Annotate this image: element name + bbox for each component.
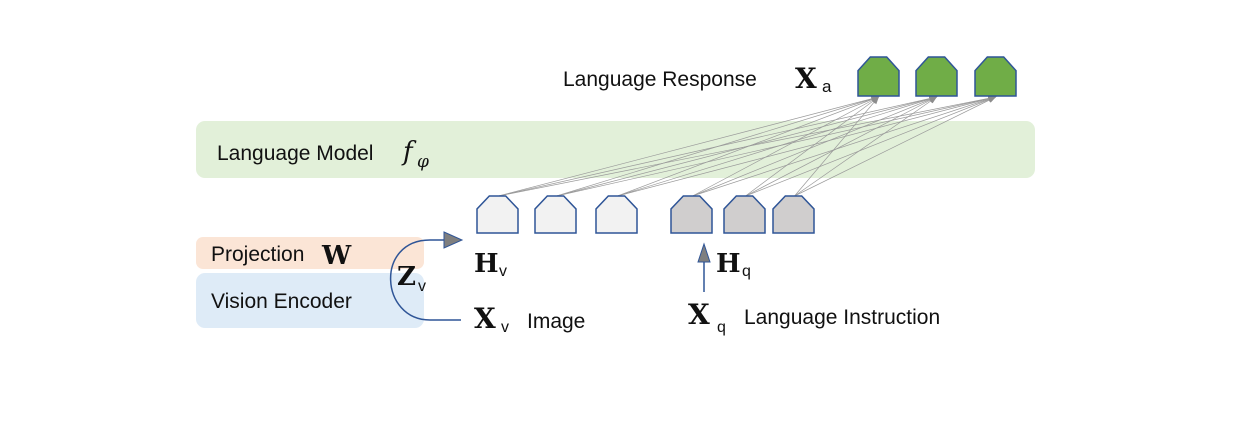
language-response-tokens [857, 56, 1017, 97]
attention-edge [794, 96, 997, 197]
instruction-tokens-subscript: q [742, 263, 751, 280]
curved-arrow-head-icon [443, 231, 464, 249]
image-input-label: Image [527, 310, 585, 333]
attention-edge [556, 96, 880, 197]
instruction-token [723, 195, 766, 234]
attention-edge [617, 96, 880, 197]
instruction-input-symbol: X [688, 298, 710, 331]
instruction-token [670, 195, 713, 234]
attention-edge [692, 96, 938, 197]
instruction-input-label: Language Instruction [744, 306, 940, 329]
language-model-label: Language Model [217, 142, 373, 165]
attention-edge [745, 96, 880, 197]
visual-tokens-subscript: v [499, 263, 507, 280]
attention-edge [794, 96, 938, 197]
language-response-symbol: X [795, 62, 817, 95]
vision-encoder-label: Vision Encoder [211, 290, 352, 313]
image-input-subscript: v [501, 319, 509, 336]
response-token [857, 56, 900, 97]
response-token [974, 56, 1017, 97]
visual-feature-subscript: v [418, 278, 426, 295]
instruction-token [772, 195, 815, 234]
vision-encoder-block [196, 273, 424, 328]
attention-edge [498, 95, 880, 197]
visual-tokens [476, 195, 638, 234]
instruction-tokens-symbol: H [716, 249, 741, 279]
projection-label: Projection [211, 243, 304, 266]
visual-token [595, 195, 638, 234]
projection-symbol: W [321, 241, 352, 271]
projection-block [196, 237, 424, 269]
visual-tokens-symbol: H [474, 249, 499, 279]
attention-edge [794, 96, 880, 197]
attention-edge [745, 96, 938, 197]
visual-feature-symbol: Z [397, 262, 416, 292]
attention-edge [692, 96, 880, 197]
instruction-input-subscript: q [717, 319, 726, 336]
attention-edges [498, 95, 997, 197]
instruction-tokens [670, 195, 815, 234]
response-token [915, 56, 958, 97]
attention-edge [556, 95, 938, 197]
projection-curved-arrow [389, 239, 461, 321]
attention-edge [617, 95, 997, 197]
language-response-subscript: a [822, 77, 832, 96]
instruction-up-arrow-head-icon [697, 242, 711, 263]
attention-edge [617, 96, 938, 197]
image-input-symbol: X [474, 302, 496, 335]
language-response-label: Language Response [563, 68, 757, 91]
visual-token [476, 195, 519, 234]
language-model-subscript: φ [417, 152, 429, 172]
attention-edge [745, 96, 997, 197]
visual-token [534, 195, 577, 234]
attention-edge [692, 96, 997, 197]
